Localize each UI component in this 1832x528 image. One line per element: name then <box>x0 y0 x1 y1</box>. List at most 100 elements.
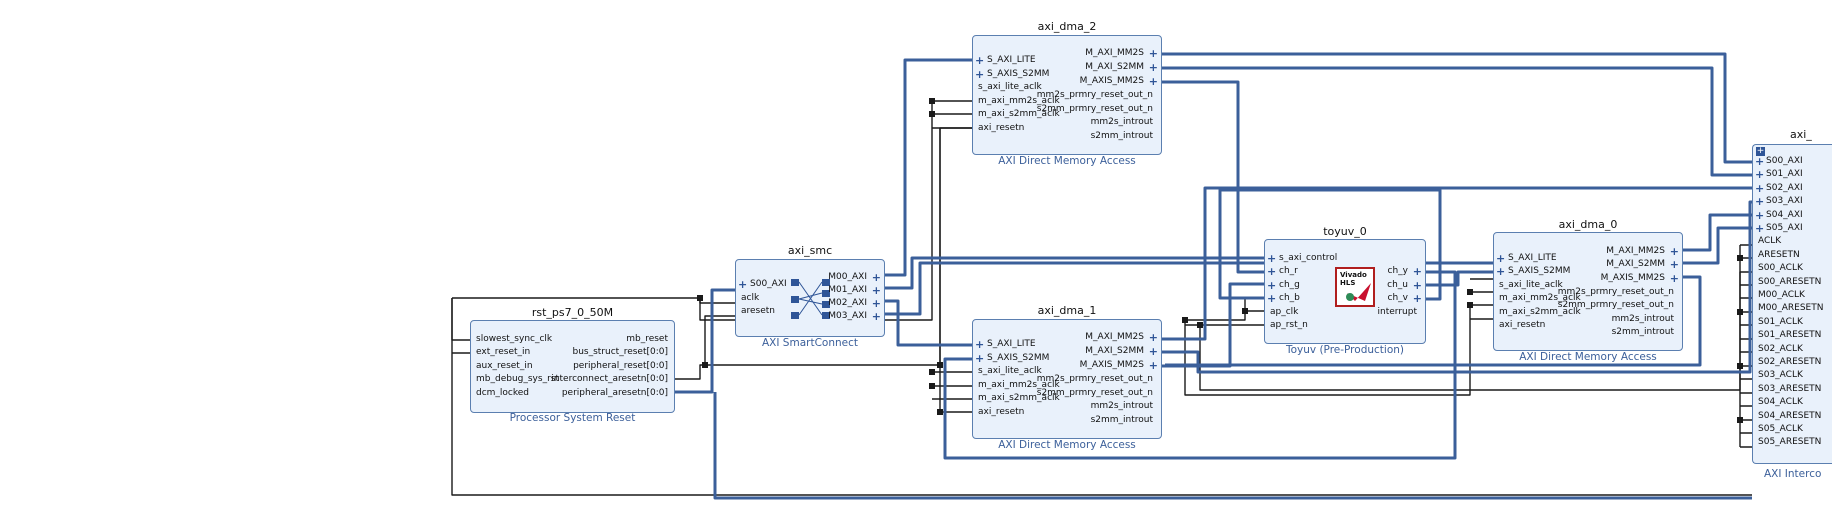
wire-14[interactable] <box>1185 310 1266 321</box>
port-mb-debug-sys-rst[interactable]: mb_debug_sys_rst <box>476 374 559 384</box>
plus-icon[interactable]: + <box>1148 331 1158 344</box>
port-ap-rst-n[interactable]: ap_rst_n <box>1270 320 1308 330</box>
block-body[interactable]: + +S00_AXI+S01_AXI+S02_AXI+S03_AXI+S04_A… <box>1752 144 1832 464</box>
port-ch-r[interactable]: ch_r <box>1279 266 1298 276</box>
port-s-axi-lite[interactable]: S_AXI_LITE <box>1508 253 1557 263</box>
plus-icon[interactable]: + <box>1148 345 1158 358</box>
port-m-axi-s2mm[interactable]: M_AXI_S2MM <box>1606 259 1665 269</box>
plus-icon[interactable]: + <box>1669 272 1679 285</box>
plus-icon[interactable]: + <box>1669 258 1679 271</box>
port-s02-aclk[interactable]: S02_ACLK <box>1758 343 1803 354</box>
block-body[interactable]: + + S_AXI_LITE S_AXIS_S2MM s_axi_lite_ac… <box>972 319 1162 439</box>
port-s-axis-s2mm[interactable]: S_AXIS_S2MM <box>987 69 1050 79</box>
port-m-axis-mm2s[interactable]: M_AXIS_MM2S <box>1079 76 1144 86</box>
port-mm2s-prmry-reset-out-n[interactable]: mm2s_prmry_reset_out_n <box>1036 90 1153 100</box>
port-aresetn[interactable]: ARESETN <box>1758 249 1800 260</box>
plus-icon[interactable]: + <box>1755 155 1765 168</box>
port-s02-aresetn[interactable]: S02_ARESETN <box>1758 357 1822 367</box>
port-ch-y[interactable]: ch_y <box>1387 266 1408 276</box>
port-ext-reset-in[interactable]: ext_reset_in <box>476 347 531 357</box>
plus-icon[interactable]: + <box>871 271 881 284</box>
axi-bus-6[interactable] <box>1162 66 1752 177</box>
port-m-axi-s2mm-aclk[interactable]: m_axi_s2mm_aclk <box>978 393 1060 403</box>
port-s03-aclk[interactable]: S03_ACLK <box>1758 370 1803 381</box>
port-s05-aresetn[interactable]: S05_ARESETN <box>1758 437 1822 448</box>
port-mm2s-prmry-reset-out-n[interactable]: mm2s_prmry_reset_out_n <box>1036 374 1153 384</box>
wire-1[interactable] <box>451 298 470 341</box>
wire-0[interactable] <box>452 297 735 304</box>
plus-icon[interactable]: + <box>1755 181 1765 195</box>
port-s01-aresetn[interactable]: S01_ARESETN <box>1758 330 1822 341</box>
port-s-axi-lite-aclk[interactable]: s_axi_lite_aclk <box>1499 280 1563 290</box>
plus-icon[interactable]: + <box>871 284 881 297</box>
port-interconnect-aresetn[interactable]: interconnect_aresetn[0:0] <box>551 374 668 384</box>
plus-icon[interactable]: + <box>1148 75 1158 88</box>
port-axi-resetn[interactable]: axi_resetn <box>978 123 1025 133</box>
port-m-axi-s2mm[interactable]: M_AXI_S2MM <box>1085 62 1144 72</box>
port-ch-g[interactable]: ch_g <box>1279 280 1300 290</box>
port-m-axi-mm2s[interactable]: M_AXI_MM2S <box>1085 332 1144 342</box>
port-m00-aclk[interactable]: M00_ACLK <box>1758 290 1805 300</box>
port-m-axi-s2mm-aclk[interactable]: m_axi_s2mm_aclk <box>1499 307 1581 317</box>
port-s00-aresetn[interactable]: S00_ARESETN <box>1758 276 1822 287</box>
plus-icon[interactable]: + <box>975 68 985 81</box>
port-m00-aresetn[interactable]: M00_ARESETN <box>1758 303 1824 314</box>
port-ch-v[interactable]: ch_v <box>1387 293 1408 303</box>
plus-icon[interactable]: + <box>1496 265 1506 278</box>
port-m-axi-mm2s[interactable]: M_AXI_MM2S <box>1606 246 1665 256</box>
port-s01-axi[interactable]: S01_AXI <box>1766 169 1803 180</box>
port-peripheral-aresetn[interactable]: peripheral_aresetn[0:0] <box>561 388 668 398</box>
wire-10[interactable] <box>675 127 972 380</box>
plus-icon[interactable]: + <box>738 278 748 291</box>
wire-3[interactable] <box>451 298 1752 496</box>
port-s00-aclk[interactable]: S00_ACLK <box>1758 263 1803 274</box>
plus-icon[interactable]: + <box>1148 47 1158 60</box>
plus-icon[interactable]: + <box>1412 265 1422 278</box>
plus-icon[interactable]: + <box>1148 61 1158 74</box>
plus-icon[interactable]: + <box>1496 252 1506 265</box>
port-s-axi-lite[interactable]: S_AXI_LITE <box>987 55 1036 65</box>
port-s-axis-s2mm[interactable]: S_AXIS_S2MM <box>987 353 1050 363</box>
port-s05-aclk[interactable]: S05_ACLK <box>1758 424 1803 434</box>
plus-icon[interactable]: + <box>1148 359 1158 372</box>
port-ap-clk[interactable]: ap_clk <box>1270 307 1299 317</box>
port-s04-aresetn[interactable]: S04_ARESETN <box>1758 410 1822 421</box>
port-s-axi-control[interactable]: s_axi_control <box>1279 253 1338 263</box>
port-s2mm-prmry-reset-out-n[interactable]: s2mm_prmry_reset_out_n <box>1557 300 1674 310</box>
port-s00-axi[interactable]: S00_AXI <box>1766 156 1803 166</box>
plus-icon[interactable]: + <box>1755 208 1765 222</box>
plus-icon[interactable]: + <box>1669 245 1679 258</box>
plus-icon[interactable]: + <box>871 310 881 323</box>
plus-icon[interactable]: + <box>871 297 881 310</box>
port-s02-axi[interactable]: S02_AXI <box>1766 182 1803 193</box>
collapse-icon[interactable]: + <box>1756 146 1765 156</box>
port-m02-axi[interactable]: M02_AXI <box>828 298 867 308</box>
port-s01-aclk[interactable]: S01_ACLK <box>1758 316 1803 327</box>
port-s03-aresetn[interactable]: S03_ARESETN <box>1758 383 1822 394</box>
port-ch-b[interactable]: ch_b <box>1279 293 1300 303</box>
port-mm2s-introut[interactable]: mm2s_introut <box>1090 117 1153 127</box>
port-peripheral-reset[interactable]: peripheral_reset[0:0] <box>573 361 668 371</box>
port-m-axis-mm2s[interactable]: M_AXIS_MM2S <box>1079 360 1144 370</box>
port-dcm-locked[interactable]: dcm_locked <box>476 388 530 398</box>
axi-bus-0[interactable] <box>885 58 972 277</box>
port-m-axi-mm2s-aclk[interactable]: m_axi_mm2s_aclk <box>1499 293 1581 303</box>
port-s04-axi[interactable]: S04_AXI <box>1766 209 1803 220</box>
plus-icon[interactable]: + <box>975 338 985 351</box>
port-aux-reset-in[interactable]: aux_reset_in <box>476 361 533 371</box>
port-s-axi-lite[interactable]: S_AXI_LITE <box>987 339 1036 349</box>
plus-icon[interactable]: + <box>1412 279 1422 292</box>
port-s00-axi[interactable]: S00_AXI <box>750 279 787 289</box>
wire-11[interactable] <box>704 315 735 365</box>
block-body[interactable]: + + S_AXI_LITE S_AXIS_S2MM s_axi_lite_ac… <box>1493 232 1683 351</box>
port-m01-axi[interactable]: M01_AXI <box>828 285 867 295</box>
port-m-axi-mm2s-aclk[interactable]: m_axi_mm2s_aclk <box>978 380 1060 390</box>
plus-icon[interactable]: + <box>1267 292 1277 305</box>
port-s-axi-lite-aclk[interactable]: s_axi_lite_aclk <box>978 366 1042 376</box>
axi-bus-16[interactable] <box>1218 188 1442 301</box>
plus-icon[interactable]: + <box>975 54 985 67</box>
port-bus-struct-reset[interactable]: bus_struct_reset[0:0] <box>572 347 668 357</box>
wire-4[interactable] <box>699 100 972 321</box>
plus-icon[interactable]: + <box>1267 265 1277 278</box>
block-body[interactable]: s_axi_control ch_r ch_g ch_b ap_clk ap_r… <box>1264 239 1426 344</box>
